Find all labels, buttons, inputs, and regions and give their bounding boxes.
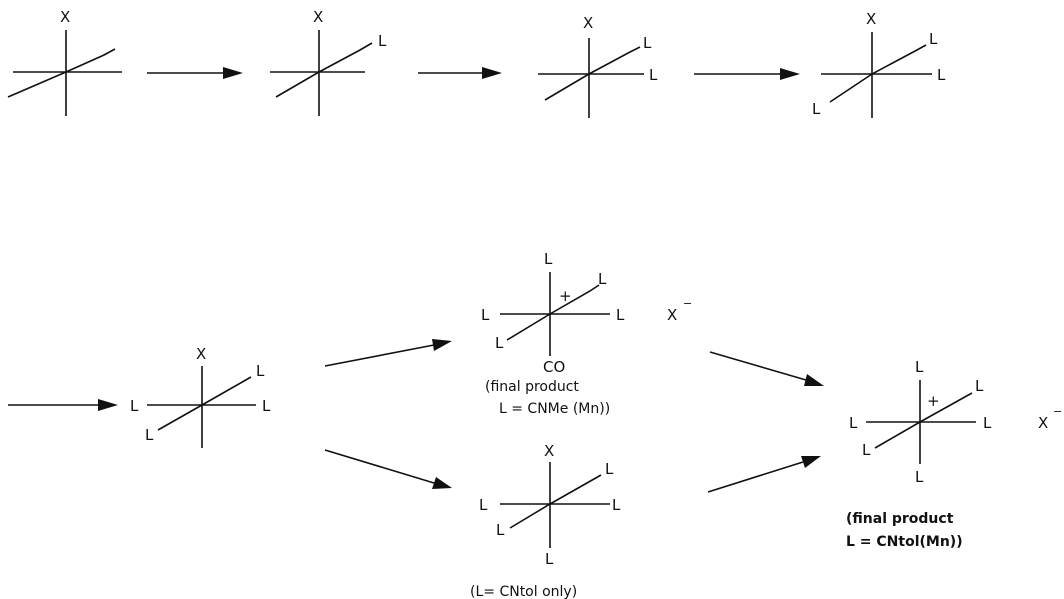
structure-7-cntol-only: X L L L L L (L= CNtol only) <box>470 442 621 599</box>
l-ligand-label: L <box>479 496 488 514</box>
x-ligand-label: X <box>313 8 323 26</box>
diagonal-bond <box>506 284 600 341</box>
l-ligand-label: L <box>545 550 554 568</box>
structure-5: X L L L L <box>130 345 271 448</box>
reaction-arrow-lower-branch <box>324 449 452 489</box>
counterion-charge: − <box>1053 405 1062 418</box>
counterion-x: X <box>1038 414 1048 432</box>
diagonal-bond <box>874 392 973 449</box>
structure-3: X L L <box>538 14 658 118</box>
l-ligand-label: L <box>812 100 821 118</box>
note-cntol-mn: L = CNtol(Mn)) <box>846 534 963 550</box>
counterion-x: X <box>667 306 677 324</box>
reaction-arrow-4 <box>8 399 118 411</box>
note-cnme-mn: L = CNMe (Mn)) <box>499 401 610 417</box>
x-ligand-label: X <box>583 14 593 32</box>
diagonal-bond <box>829 44 927 103</box>
l-ligand-label: L <box>481 306 490 324</box>
note-cntol-only: (L= CNtol only) <box>470 584 577 599</box>
l-ligand-label: L <box>915 468 924 486</box>
l-ligand-label: L <box>862 441 871 459</box>
l-ligand-label: L <box>616 306 625 324</box>
l-ligand-label: L <box>495 334 504 352</box>
l-ligand-label: L <box>496 521 505 539</box>
diagonal-bond <box>509 474 602 529</box>
l-ligand-label: L <box>649 66 658 84</box>
l-ligand-label: L <box>544 250 553 268</box>
note-final-product: (final product <box>846 511 954 527</box>
structure-8-cntol-product: L L L L L L + X − (final product L = CNt… <box>846 358 1062 550</box>
l-ligand-label: L <box>598 270 607 288</box>
note-final-product: (final product <box>485 379 579 395</box>
reaction-arrow-1 <box>147 67 243 79</box>
l-ligand-label: L <box>849 414 858 432</box>
counterion-charge: − <box>683 297 692 310</box>
l-ligand-label: L <box>975 377 984 395</box>
diagonal-bond <box>544 46 641 101</box>
l-ligand-label: L <box>983 414 992 432</box>
reaction-arrow-3 <box>694 68 800 80</box>
positive-charge: + <box>927 392 940 410</box>
reaction-arrow-upper-converge <box>709 351 824 386</box>
l-ligand-label: L <box>643 34 652 52</box>
x-ligand-label: X <box>544 442 554 460</box>
l-ligand-label: L <box>929 30 938 48</box>
structure-1: X <box>7 8 122 116</box>
l-ligand-label: L <box>130 397 139 415</box>
co-ligand-label: CO <box>543 358 565 376</box>
diagonal-bond <box>157 376 252 431</box>
l-ligand-label: L <box>937 66 946 84</box>
l-ligand-label: L <box>145 426 154 444</box>
x-ligand-label: X <box>866 10 876 28</box>
structure-6-cnme-product: L L L L L + CO X − (final product L = CN… <box>481 250 692 417</box>
reaction-arrow-2 <box>418 67 502 79</box>
structure-2: X L <box>270 8 387 116</box>
l-ligand-label: L <box>256 362 265 380</box>
diagonal-bond <box>275 42 373 98</box>
positive-charge: + <box>559 287 572 305</box>
diagonal-bond <box>7 48 116 98</box>
reaction-arrow-lower-converge <box>707 456 821 493</box>
l-ligand-label: L <box>915 358 924 376</box>
l-ligand-label: L <box>262 397 271 415</box>
l-ligand-label: L <box>612 496 621 514</box>
l-ligand-label: L <box>378 32 387 50</box>
reaction-arrow-upper-branch <box>324 339 452 367</box>
x-ligand-label: X <box>60 8 70 26</box>
structure-4: X L L L <box>812 10 946 118</box>
l-ligand-label: L <box>605 460 614 478</box>
x-ligand-label: X <box>196 345 206 363</box>
